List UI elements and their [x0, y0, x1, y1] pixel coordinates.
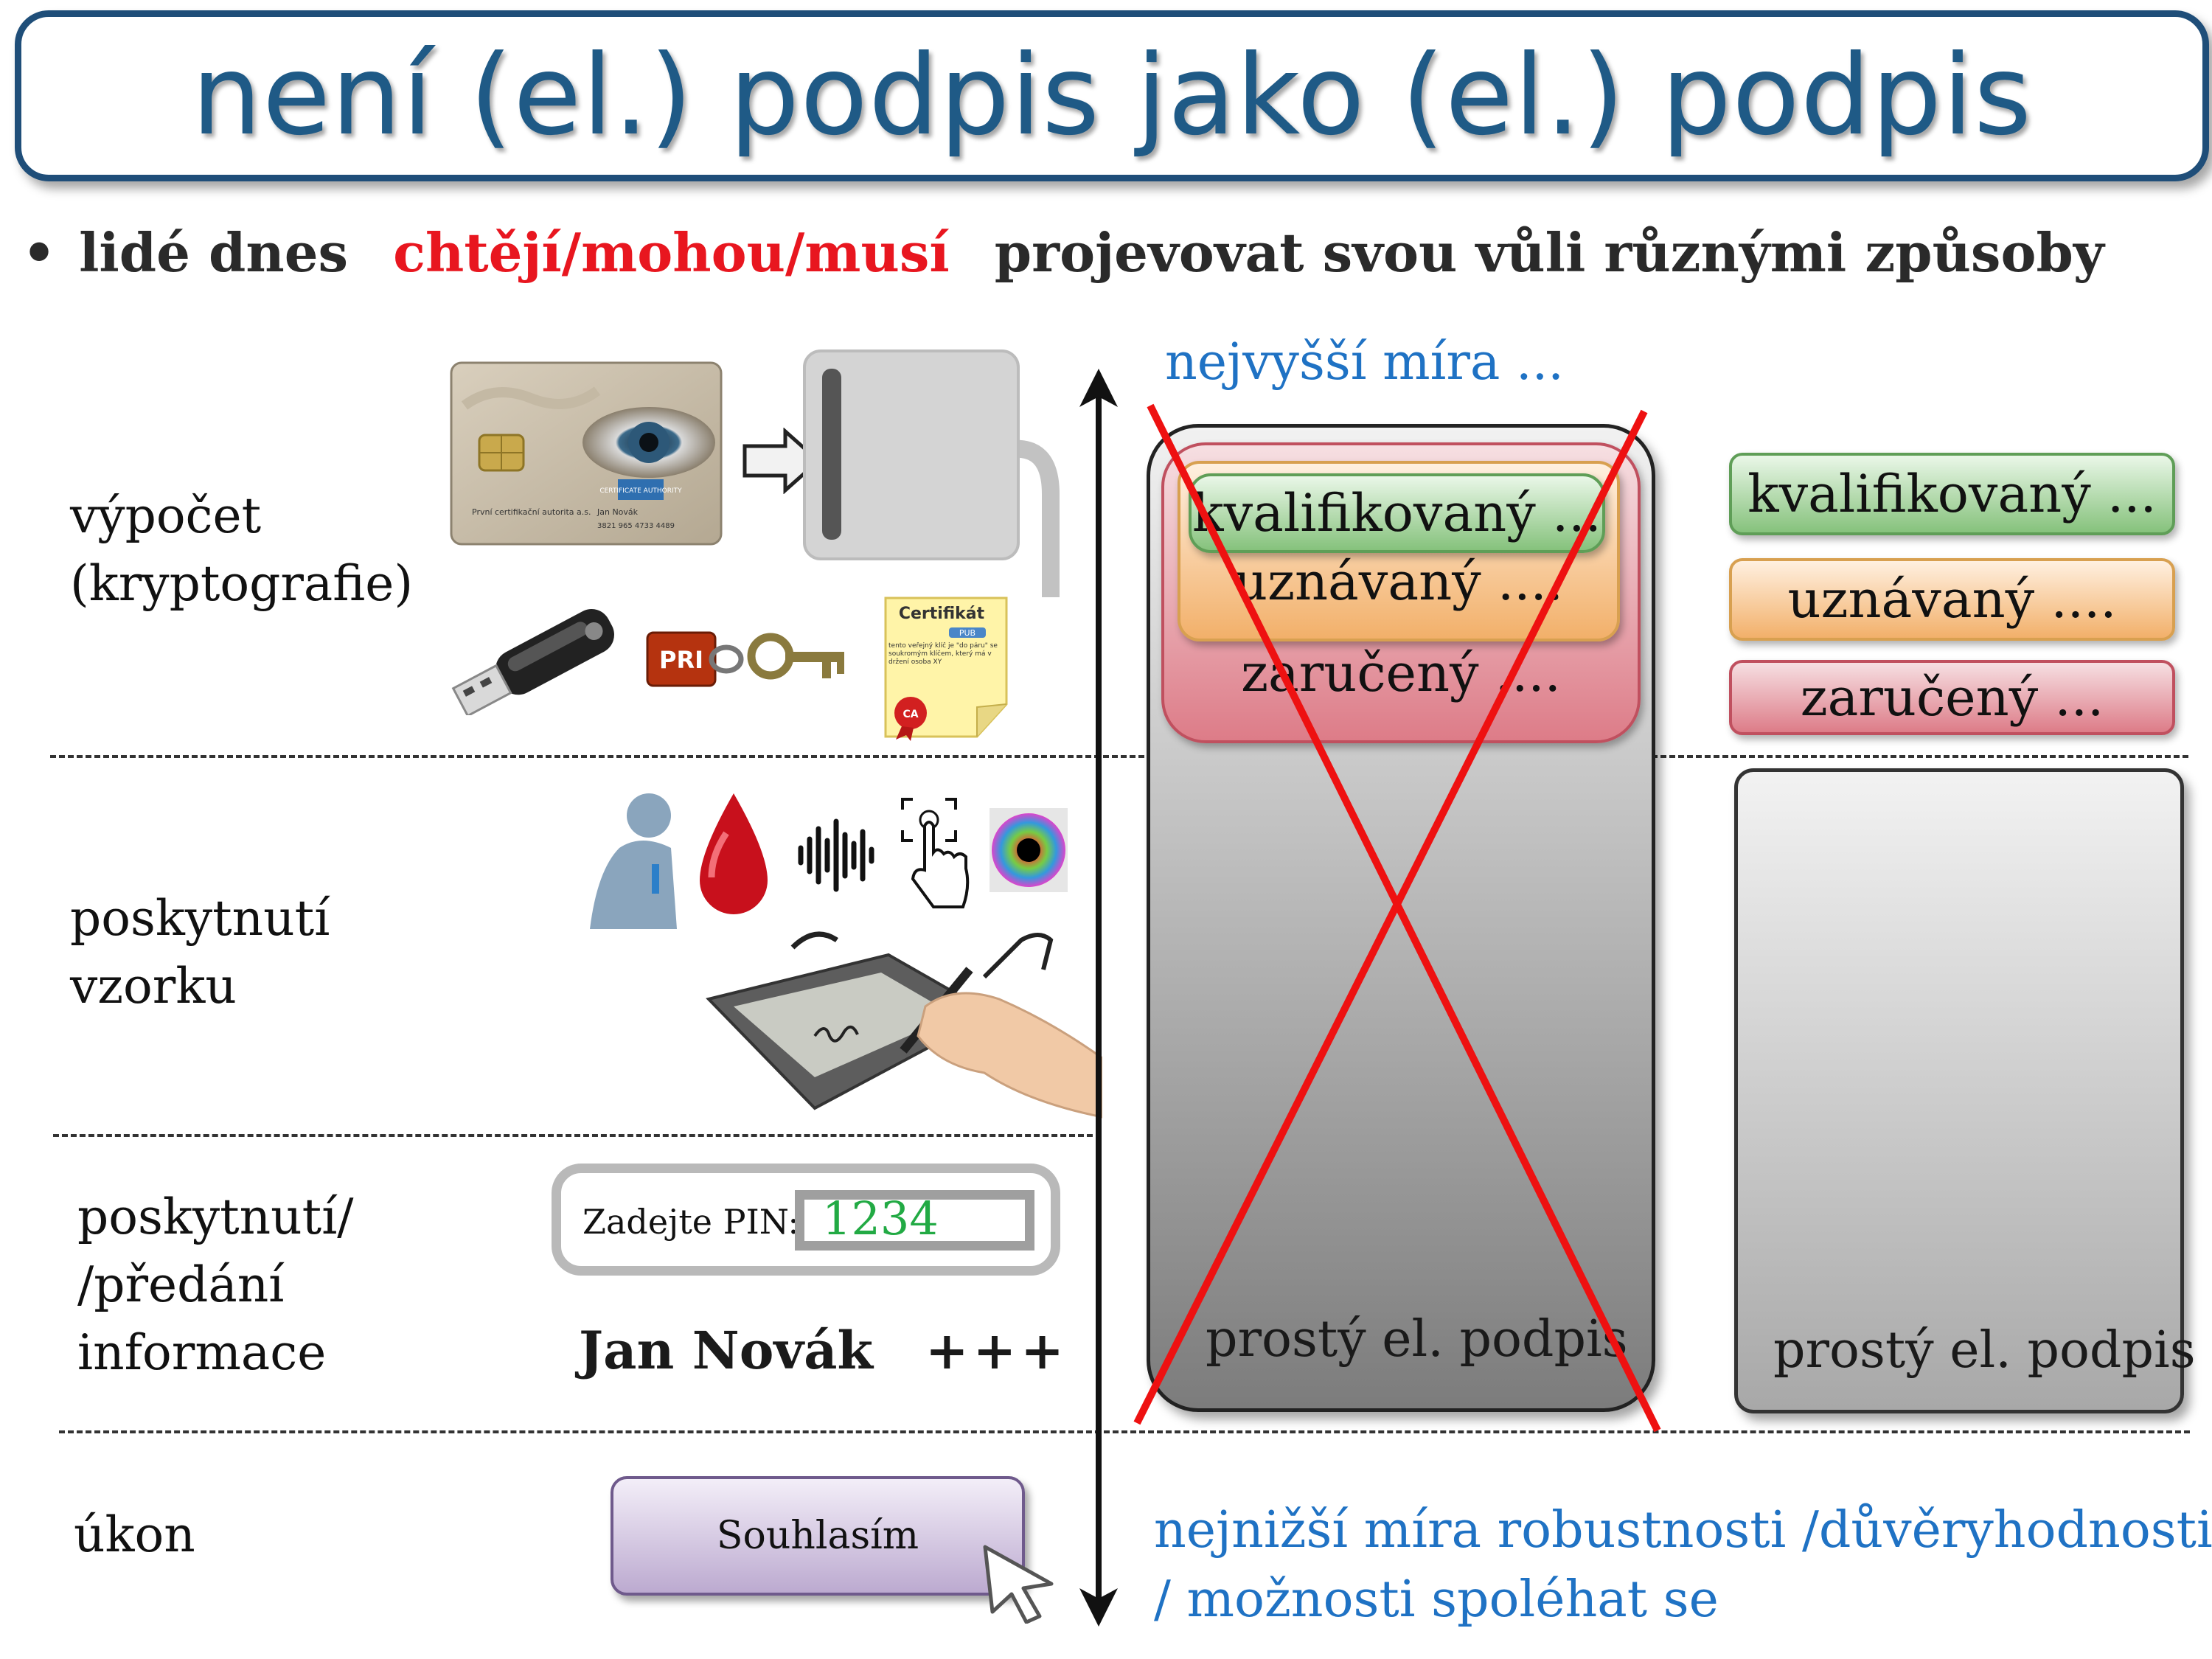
row-label-ukon: úkon	[74, 1506, 195, 1563]
iris-icon	[990, 808, 1068, 892]
bullet-suffix: projevovat svou vůli různými způsoby	[994, 221, 2104, 284]
left-stack-qualified-label: kvalifikovaný ...	[1192, 483, 1601, 543]
certificate-pub-tag: PUB	[959, 628, 975, 638]
bullet-line: • lidé dnes chtějí/mohou/musí projevovat…	[22, 221, 2104, 284]
right-stack-recognized-label: uznávaný ....	[1787, 569, 2117, 630]
separator-3	[59, 1430, 2190, 1433]
axis-arrow-up-icon	[1079, 369, 1118, 407]
signature-pad-icon	[706, 931, 1102, 1119]
mouse-pointer-icon	[983, 1545, 1054, 1624]
breath-test-icon	[590, 793, 677, 929]
certificate-title: Certifikát	[899, 605, 985, 623]
agree-button-label: Souhlasím	[716, 1514, 919, 1558]
voice-wave-icon	[798, 818, 874, 892]
pri-label: PRI	[659, 646, 703, 674]
bullet-prefix: lidé dnes	[79, 221, 349, 284]
pin-input[interactable]: 1234	[795, 1190, 1034, 1251]
signature-name: Jan Novák	[579, 1320, 873, 1381]
axis-bottom-label-1: nejnižší míra robustnosti /důvěryhodnost…	[1154, 1501, 2212, 1559]
row-label-vypocet: výpočet (kryptografie)	[70, 487, 414, 612]
axis-line	[1096, 383, 1102, 1611]
bullet-highlight: chtějí/mohou/musí	[393, 221, 950, 284]
title-box: není (el.) podpis jako (el.) podpis	[15, 10, 2209, 181]
card-logo: CERTIFICATE AUTHORITY	[599, 487, 682, 495]
arrow-right-icon	[742, 428, 821, 494]
card-name: Jan Novák	[597, 507, 639, 517]
left-stack-simple-label: prostý el. podpis	[1206, 1310, 1628, 1368]
right-stack-simple-label: prostý el. podpis	[1773, 1321, 2196, 1380]
usb-token-icon	[451, 609, 614, 715]
plus-signs: +++	[925, 1320, 1068, 1381]
card-reader-icon	[803, 349, 1060, 597]
agree-button[interactable]: Souhlasím	[611, 1476, 1025, 1596]
blood-drop-icon	[700, 793, 768, 914]
page-title: není (el.) podpis jako (el.) podpis	[191, 32, 2033, 160]
fingerprint-touch-icon	[901, 798, 970, 908]
private-key-icon: PRI	[646, 631, 844, 687]
right-stack-recognized: uznávaný ....	[1729, 558, 2175, 641]
right-stack-guaranteed-label: zaručený ...	[1800, 667, 2104, 728]
separator-2	[53, 1134, 1093, 1137]
right-stack-guaranteed: zaručený ...	[1729, 660, 2175, 735]
certificate-text: tento veřejný klíč je "do páru" se soukr…	[888, 642, 998, 666]
row-label-vzorek: poskytnutí vzorku	[70, 890, 330, 1015]
bullet-dot: •	[22, 221, 57, 284]
certificate-seal: CA	[902, 709, 918, 720]
row-label-informace: poskytnutí/ /předání informace	[77, 1189, 354, 1381]
axis-bottom-label-2: / možnosti spoléhat se	[1154, 1571, 1719, 1629]
separator-1	[50, 755, 2188, 758]
axis-arrow-down-icon	[1079, 1588, 1118, 1627]
pin-label: Zadejte PIN:	[582, 1202, 799, 1242]
certificate-icon: Certifikát PUB tento veřejný klíč je "do…	[884, 597, 1008, 741]
smart-card-image: CERTIFICATE AUTHORITY První certifikační…	[450, 361, 723, 546]
right-stack-qualified-label: kvalifikovaný ...	[1747, 464, 2157, 524]
right-stack-qualified: kvalifikovaný ...	[1729, 453, 2175, 535]
right-stack-simple-box	[1734, 768, 2184, 1413]
left-stack-qualified: kvalifikovaný ...	[1189, 473, 1605, 553]
red-cross-icon	[1133, 403, 1661, 1433]
card-issuer: První certifikační autorita a.s.	[472, 507, 591, 517]
left-stack-recognized-label: uznávaný ....	[1234, 552, 1563, 612]
axis-top-label: nejvyšší míra ...	[1165, 333, 1564, 392]
card-number: 3821 965 4733 4489	[597, 522, 675, 530]
